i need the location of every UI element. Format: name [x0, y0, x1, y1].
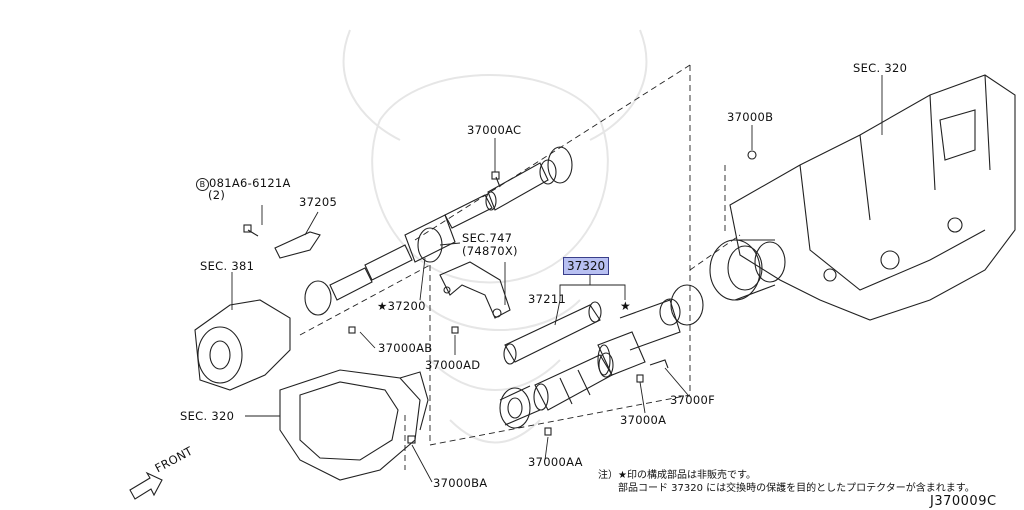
star-marker-left-icon: ★ — [377, 299, 388, 313]
label-37320-highlighted[interactable]: 37320 — [563, 257, 610, 275]
note-line-1: 注）★印の構成部品は非販売です。 — [598, 470, 756, 481]
watermark-emblem — [342, 29, 648, 444]
label-sec320-bottom[interactable]: SEC. 320 — [180, 409, 235, 423]
label-sec747[interactable]: SEC.747 — [462, 231, 513, 245]
label-74870x[interactable]: (74870X) — [462, 244, 518, 258]
middle-shaft-damper — [533, 352, 614, 411]
label-37000ba[interactable]: 37000BA — [433, 476, 488, 490]
shaft-tube-37211 — [503, 301, 602, 365]
label-081a6-text: 081A6-6121A — [209, 176, 291, 190]
transmission-output-flange — [709, 239, 786, 301]
note-line-2: 部品コード 37320 には交換時の保護を目的としたプロテクターが含まれます。 — [618, 483, 975, 494]
label-sec381[interactable]: SEC. 381 — [200, 259, 255, 273]
label-37000f[interactable]: 37000F — [670, 393, 715, 407]
transmission-bellhousing-bottom — [279, 369, 429, 481]
label-37000a[interactable]: 37000A — [620, 413, 667, 427]
rear-shaft-section — [597, 284, 704, 376]
star-marker-right-icon: ★ — [620, 299, 632, 313]
leader-lines — [231, 75, 883, 483]
label-37200[interactable]: ★37200 — [377, 300, 426, 313]
label-37000ad[interactable]: 37000AD — [425, 358, 481, 372]
label-37000aa[interactable]: 37000AA — [528, 455, 583, 469]
label-37205[interactable]: 37205 — [299, 195, 338, 209]
bolt-marker-icon: B — [196, 178, 209, 191]
label-37000b[interactable]: 37000B — [727, 110, 774, 124]
differential-sec381 — [194, 299, 291, 391]
label-37000ab[interactable]: 37000AB — [378, 341, 433, 355]
diagram-code: J370009C — [930, 494, 997, 509]
label-37000ac[interactable]: 37000AC — [467, 123, 522, 137]
label-081a6-quantity: (2) — [208, 188, 226, 202]
center-bearing-bracket — [439, 261, 511, 319]
label-37200-text: 37200 — [387, 299, 426, 313]
label-sec320-top[interactable]: SEC. 320 — [853, 61, 908, 75]
front-flange-lower — [499, 385, 541, 429]
front-arrow-icon — [129, 471, 163, 500]
heat-insulator-37205 — [274, 231, 321, 259]
label-37211[interactable]: 37211 — [528, 292, 567, 306]
fasteners — [243, 150, 757, 444]
front-shaft-37200 — [304, 146, 573, 316]
transmission-case-top-right — [729, 74, 1016, 321]
assembly-outline-dashed — [299, 64, 741, 470]
